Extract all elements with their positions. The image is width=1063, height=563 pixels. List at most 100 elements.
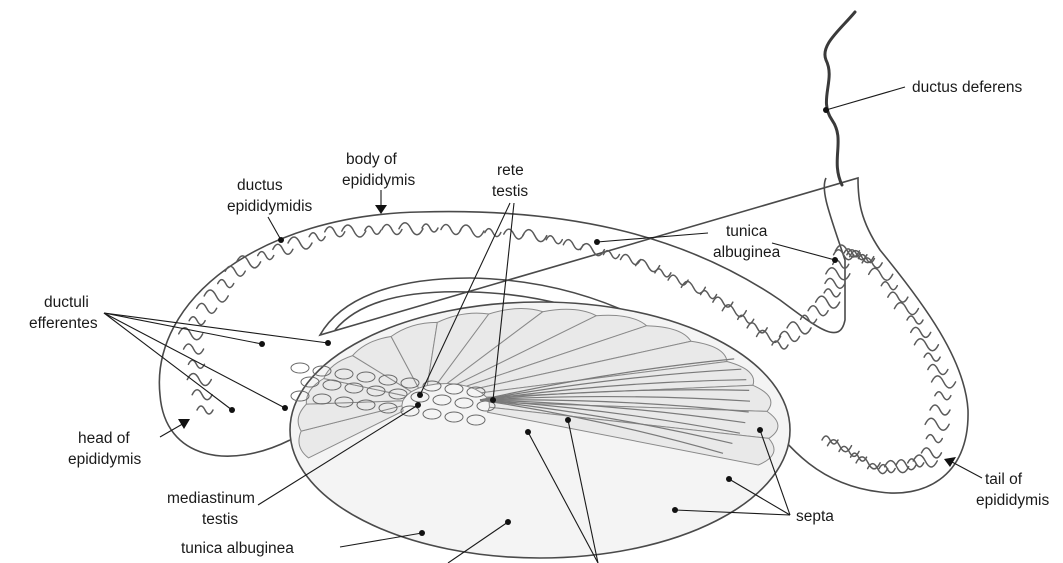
pointer-bottom-b (565, 417, 571, 423)
leader-ductus-epididymidis (268, 217, 281, 240)
epididymal-coil (189, 317, 205, 325)
pointer-ductuli-efferentes-d (282, 405, 288, 411)
epididymal-coil (218, 280, 234, 288)
epididymal-coil (382, 225, 402, 235)
epididymal-coil (907, 316, 923, 324)
leader-tunica-albuginea-upper-a (597, 233, 708, 242)
label-head-of-epididymis-2: epididymis (68, 451, 141, 468)
pointer-ductuli-efferentes-a (325, 340, 331, 346)
epididymal-coil (816, 296, 840, 308)
epididymal-coil (801, 315, 817, 323)
pointer-ductuli-efferentes-b (259, 341, 265, 347)
epididymal-coil (504, 229, 524, 239)
label-body-of-epididymis-1: body of (346, 151, 398, 168)
epididymal-coil (932, 376, 956, 388)
leader-ductus-deferens (826, 87, 905, 110)
epididymal-coil (655, 269, 671, 277)
label-tunica-albuginea-lower: tunica albuginea (181, 540, 294, 557)
epididymal-coil (924, 353, 940, 361)
epididymal-coil (204, 290, 228, 302)
label-mediastinum-testis-2: testis (202, 511, 238, 528)
epididymal-coil (787, 322, 811, 334)
epididymal-coil (935, 392, 951, 400)
leader-tunica-albuginea-upper-b (772, 243, 835, 260)
epididymal-coil (824, 289, 840, 297)
ductus-deferens-tube (825, 12, 855, 185)
epididymal-coil (780, 331, 800, 341)
epididymal-coil (668, 275, 688, 285)
epididymal-coil (921, 448, 941, 458)
label-tail-of-epididymis-1: tail of (985, 471, 1023, 488)
epididymal-coil (399, 223, 423, 235)
pointer-rete-testis-b (490, 397, 496, 403)
pointer-septa-b (726, 476, 732, 482)
epididymal-coil (808, 306, 828, 316)
epididymal-coil (894, 303, 918, 315)
label-rete-testis-1: rete (497, 162, 524, 179)
epididymal-coil (485, 229, 501, 237)
pointer-tunica-albuginea-upper-b (832, 257, 838, 263)
label-ductus-epididymidis-2: epididymidis (227, 198, 313, 215)
pointer-lobule (505, 519, 511, 525)
label-ductuli-efferentes-1: ductuli (44, 294, 89, 311)
epididymal-coil (225, 266, 245, 276)
epididymal-coil (288, 237, 312, 249)
label-tunica-albuginea-upper-2: albuginea (713, 244, 781, 261)
epididymal-coil (192, 390, 212, 400)
pointer-tunica-albuginea-lower (419, 530, 425, 536)
epididymal-coil (273, 244, 293, 254)
epididymal-coil (839, 446, 859, 456)
epididymal-coil (422, 224, 438, 232)
epididymal-coil (738, 315, 754, 323)
epididymal-coil (926, 435, 942, 443)
label-body-of-epididymis-2: epididymis (342, 172, 415, 189)
epididymal-coil (460, 225, 484, 237)
epididymal-coil (925, 418, 949, 430)
epididymal-coil (365, 226, 381, 234)
epididymal-coil (914, 339, 938, 351)
pointer-tunica-albuginea-upper-a (594, 239, 600, 245)
label-septa: septa (796, 508, 834, 525)
epididymal-coil (603, 251, 619, 259)
epididymal-coil (869, 268, 893, 280)
epididymal-coil (325, 227, 345, 237)
epididymal-coil (911, 327, 931, 337)
epididymal-coil (184, 344, 204, 354)
epididymal-coil (930, 405, 950, 415)
label-ductus-epididymidis-1: ductus (237, 177, 283, 194)
epididymal-coil (928, 365, 948, 375)
epididymal-coil (197, 303, 217, 313)
label-ductuli-efferentes-2: efferentes (29, 315, 98, 332)
pointer-rete-testis-a (417, 392, 423, 398)
epididymal-coil (881, 282, 897, 290)
pointer-septa-c (672, 507, 678, 513)
leader-tail-of-epididymis (952, 462, 982, 478)
epididymal-coil (258, 252, 274, 260)
label-ductus-deferens: ductus deferens (912, 79, 1023, 96)
pointer-ductuli-efferentes-c (229, 407, 235, 413)
label-head-of-epididymis-1: head of (78, 430, 130, 447)
epididymal-coil (580, 244, 604, 256)
epididymal-coil (309, 233, 325, 241)
leader-ductuli-efferentes-b (104, 313, 262, 344)
epididymal-coil (197, 406, 213, 414)
epididymal-coil (772, 341, 788, 349)
leader-ductuli-efferentes-d (104, 313, 285, 408)
rete-cell (291, 363, 309, 373)
epididymal-coil (523, 230, 547, 242)
pointer-mediastinum-testis (415, 402, 421, 408)
pointer-ductus-epididymidis (278, 237, 284, 243)
epididymal-coil (441, 225, 461, 235)
epididymal-coil (342, 225, 366, 237)
label-tunica-albuginea-upper-1: tunica (726, 223, 768, 240)
pointer-bottom-a (525, 429, 531, 435)
epididymal-coil (701, 291, 717, 299)
epididymal-coil (237, 256, 261, 268)
epididymal-coil (888, 292, 908, 302)
arrow-body-of-epididymis (375, 205, 387, 214)
pointer-septa-a (757, 427, 763, 433)
label-tail-of-epididymis-2: epididymis (976, 492, 1049, 509)
pointer-ductus-deferens (823, 107, 829, 113)
